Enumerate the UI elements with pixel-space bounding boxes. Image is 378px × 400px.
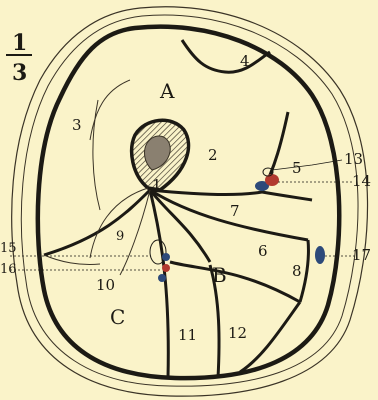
callout-label-16: 16 [0,262,17,277]
compartment-label-posterior: C [110,305,125,329]
vessel-group-anterior [255,168,279,191]
region-label-9: 9 [116,229,124,244]
region-label-11: 11 [178,326,197,344]
callout-label-17: 17 [352,246,371,264]
scale-fraction: 1 3 [6,30,32,86]
compartment-label-anterior: A [159,79,175,103]
callout-label-13: 13 [344,150,363,168]
scale-denominator: 3 [12,60,27,86]
callout-leaders [10,160,355,270]
region-label-5: 5 [292,159,302,177]
vessel-lateral [315,246,325,264]
region-label-10: 10 [96,276,115,294]
region-label-4: 4 [240,52,250,70]
region-label-12: 12 [228,324,247,342]
compartment-label-lateral: B [212,263,227,287]
callout-label-15: 15 [0,241,17,256]
thin-boundaries [44,80,150,275]
scale-numerator: 1 [12,30,27,56]
region-label-2: 2 [208,146,218,164]
region-label-8: 8 [292,262,302,280]
callout-label-14: 14 [352,172,371,190]
region-label-6: 6 [258,242,268,260]
region-label-1: 1 [152,176,162,194]
region-label-7: 7 [230,202,240,220]
region-label-3: 3 [72,116,82,134]
